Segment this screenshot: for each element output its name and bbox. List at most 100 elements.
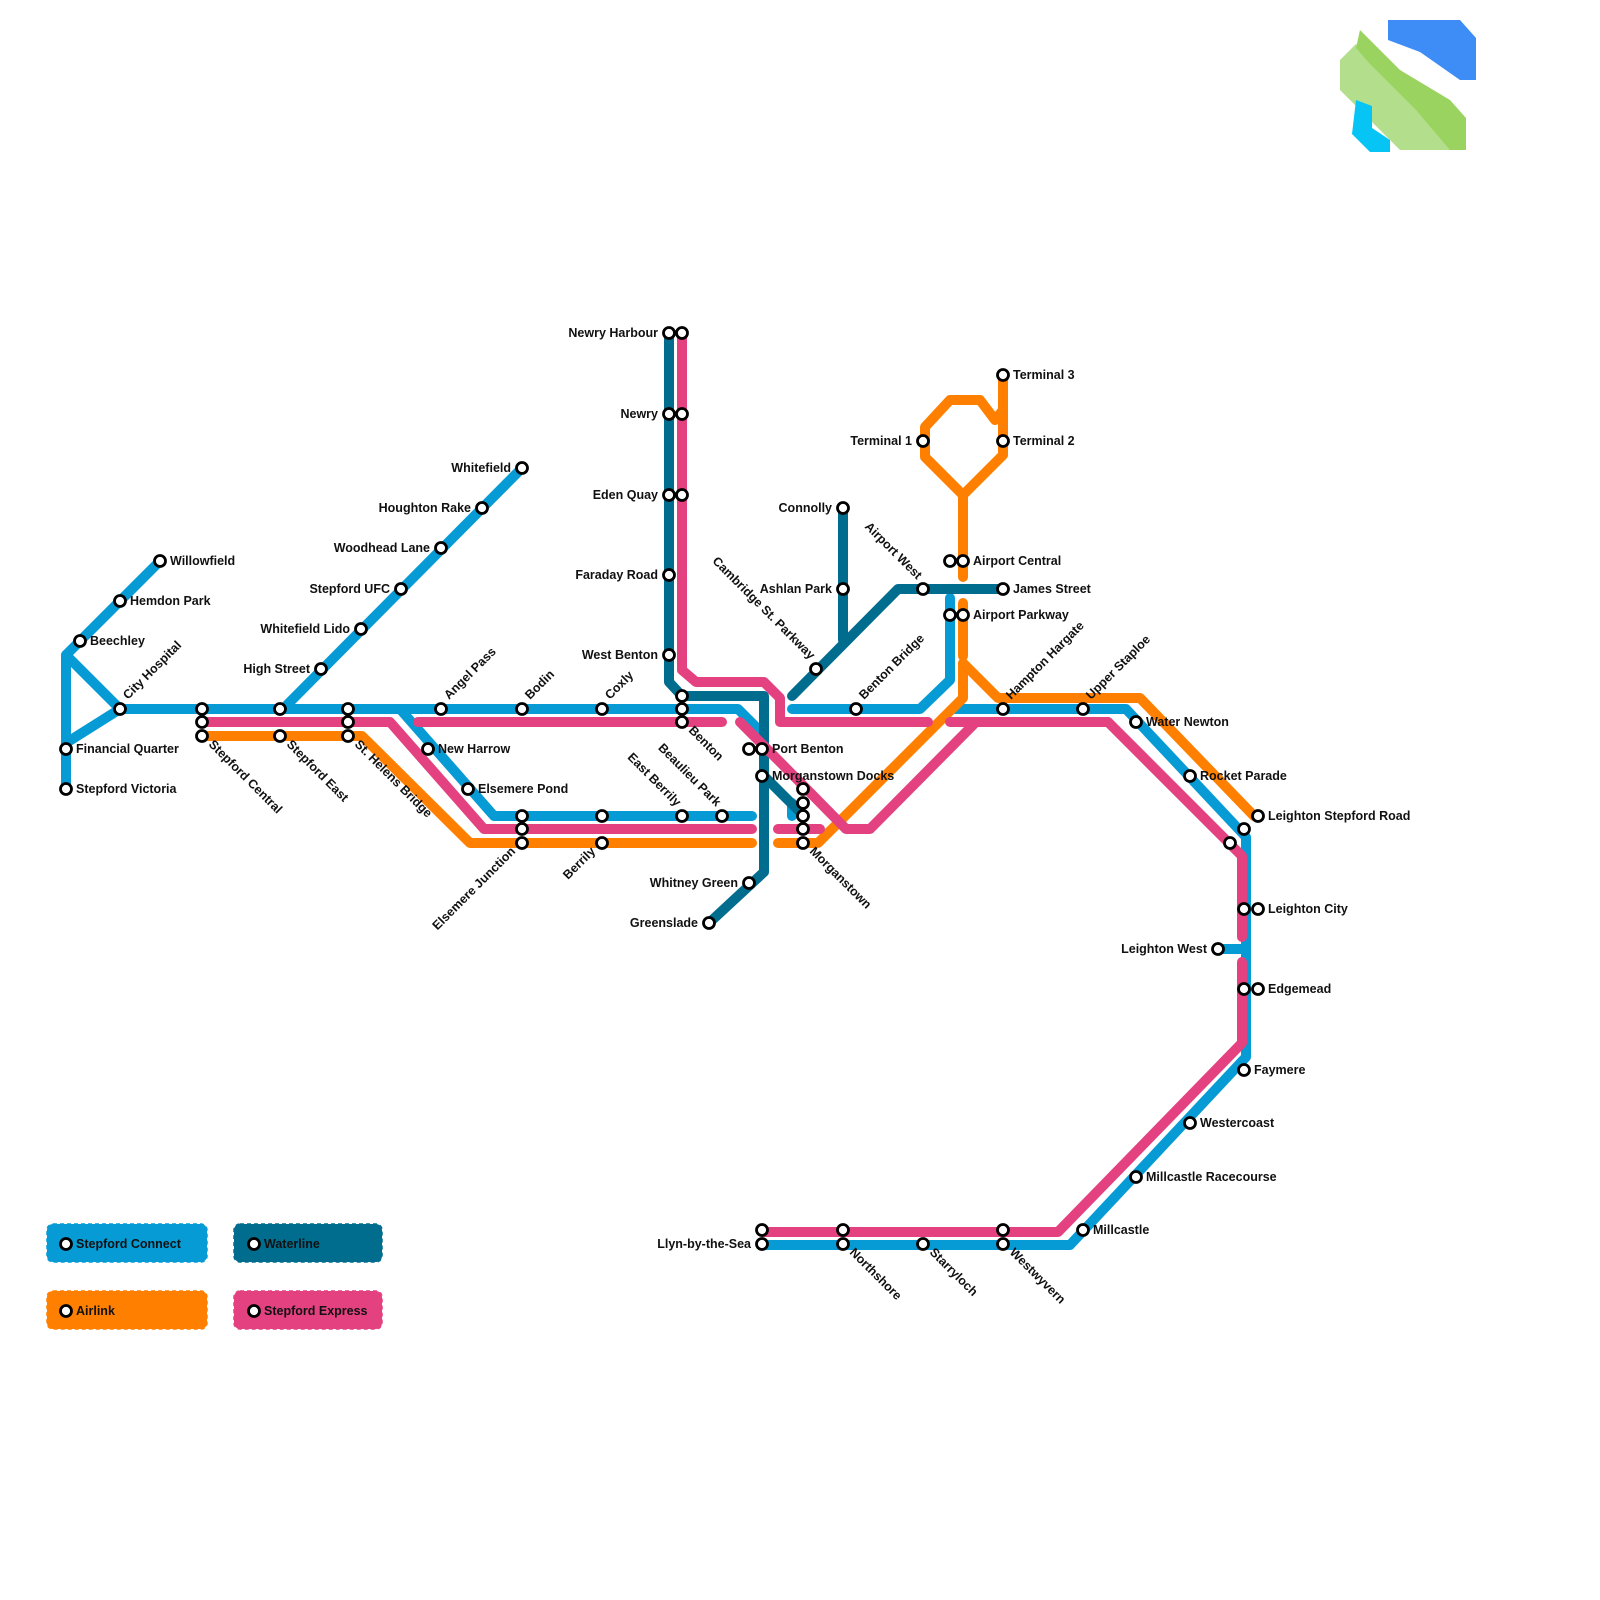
station-edgemead[interactable] — [1237, 982, 1265, 996]
station-new-harrow[interactable] — [421, 742, 435, 756]
station-ashlan-park[interactable] — [836, 582, 850, 596]
station-leighton-west[interactable] — [1211, 942, 1225, 956]
station-stepford-ufc[interactable] — [394, 582, 408, 596]
station-northshore[interactable] — [836, 1223, 850, 1251]
label-leighton-west: Leighton West — [1121, 942, 1208, 956]
station-stepford-east[interactable] — [273, 702, 287, 743]
label-benton: Benton — [686, 723, 726, 763]
label-beechley: Beechley — [90, 634, 145, 648]
station-terminal-1[interactable] — [916, 434, 930, 448]
station-greenslade[interactable] — [702, 916, 716, 930]
station-angel-pass[interactable] — [434, 702, 448, 716]
station-coxly[interactable] — [595, 702, 609, 716]
label-hampton-hargate: Hampton Hargate — [1003, 619, 1087, 703]
station-starryloch[interactable] — [916, 1237, 930, 1251]
station-upper-staploe[interactable] — [1076, 702, 1090, 716]
label-coxly: Coxly — [602, 668, 636, 702]
station-millcastle[interactable] — [1076, 1223, 1090, 1237]
station-llyn-by-the-sea[interactable] — [755, 1223, 769, 1251]
legend-item-stepford-express[interactable]: Stepford Express — [233, 1290, 383, 1330]
label-whitney-green: Whitney Green — [650, 876, 738, 890]
station-leighton-stepford-road[interactable] — [1223, 809, 1265, 850]
station-westercoast[interactable] — [1183, 1116, 1197, 1130]
station-james-street[interactable] — [996, 582, 1010, 596]
station-morganstown-docks[interactable] — [755, 769, 769, 783]
label-houghton-rake: Houghton Rake — [379, 501, 471, 515]
legend-item-airlink[interactable]: Airlink — [46, 1290, 208, 1330]
station-east-berrily[interactable] — [675, 809, 689, 823]
label-bodin: Bodin — [522, 667, 557, 702]
station-financial-quarter[interactable] — [59, 742, 73, 756]
label-airport-parkway: Airport Parkway — [973, 608, 1069, 622]
station-berrily[interactable] — [595, 809, 609, 850]
label-west-benton: West Benton — [582, 648, 658, 662]
legend: Stepford Connect Waterline Airlink Stepf… — [46, 1223, 383, 1330]
station-leighton-city[interactable] — [1237, 902, 1265, 916]
stepford-express-line — [197, 328, 1247, 1237]
station-terminal-3[interactable] — [996, 368, 1010, 382]
station-westwyvern[interactable] — [996, 1223, 1010, 1251]
station-high-street[interactable] — [314, 662, 328, 676]
station-city-hospital[interactable] — [113, 702, 127, 716]
label-faraday-road: Faraday Road — [575, 568, 658, 582]
station-whitefield[interactable] — [515, 461, 529, 475]
station-airport-parkway[interactable] — [943, 608, 970, 622]
station-hemdon-park[interactable] — [113, 594, 127, 608]
station-newry-harbour[interactable] — [662, 326, 689, 340]
station-beaulieu-park[interactable] — [715, 809, 729, 823]
station-terminal-2[interactable] — [996, 434, 1010, 448]
station-stepford-victoria[interactable] — [59, 782, 73, 796]
label-millcastle-racecourse: Millcastle Racecourse — [1146, 1170, 1277, 1184]
station-rocket-parade[interactable] — [1183, 769, 1197, 783]
legend-item-stepford-connect[interactable]: Stepford Connect — [46, 1223, 208, 1263]
station-hampton-hargate[interactable] — [996, 702, 1010, 716]
station-faymere[interactable] — [1237, 1063, 1251, 1077]
station-benton[interactable] — [675, 689, 689, 729]
label-stepford-central: Stepford Central — [206, 737, 285, 816]
station-morganstown[interactable] — [796, 782, 810, 850]
station-cambridge-st-parkway[interactable] — [809, 662, 823, 676]
station-whitney-green[interactable] — [742, 876, 756, 890]
label-morganstown: Morganstown — [807, 844, 874, 911]
label-upper-staploe: Upper Staploe — [1083, 632, 1153, 702]
station-bodin[interactable] — [515, 702, 529, 716]
label-faymere: Faymere — [1254, 1063, 1305, 1077]
label-high-street: High Street — [243, 662, 311, 676]
label-edgemead: Edgemead — [1268, 982, 1331, 996]
legend-item-waterline[interactable]: Waterline — [233, 1223, 383, 1263]
label-eden-quay: Eden Quay — [593, 488, 658, 502]
station-faraday-road[interactable] — [662, 568, 676, 582]
station-willowfield[interactable] — [153, 554, 167, 568]
label-greenslade: Greenslade — [630, 916, 698, 930]
station-connolly[interactable] — [836, 501, 850, 515]
station-water-newton[interactable] — [1129, 715, 1143, 729]
label-millcastle: Millcastle — [1093, 1223, 1149, 1237]
label-morganstown-docks: Morganstown Docks — [772, 769, 894, 783]
station-west-benton[interactable] — [662, 648, 676, 662]
label-woodhead-lane: Woodhead Lane — [334, 541, 430, 555]
station-benton-bridge[interactable] — [849, 702, 863, 716]
station-airport-central[interactable] — [943, 554, 970, 568]
legend-station-icon — [247, 1304, 261, 1318]
station-port-benton[interactable] — [742, 742, 769, 756]
station-newry[interactable] — [662, 407, 689, 421]
legend-label: Waterline — [264, 1237, 320, 1251]
station-eden-quay[interactable] — [662, 488, 689, 502]
label-benton-bridge: Benton Bridge — [856, 631, 927, 702]
label-financial-quarter: Financial Quarter — [76, 742, 179, 756]
station-st-helens-bridge[interactable] — [341, 702, 355, 743]
station-stepford-central[interactable] — [195, 702, 209, 743]
label-stepford-victoria: Stepford Victoria — [76, 782, 178, 796]
station-airport-west[interactable] — [916, 582, 930, 596]
station-elsemere-pond[interactable] — [461, 782, 475, 796]
station-beechley[interactable] — [73, 634, 87, 648]
legend-station-icon — [59, 1304, 73, 1318]
station-elsemere-junction[interactable] — [515, 809, 529, 850]
label-berrily: Berrily — [560, 844, 598, 882]
station-whitefield-lido[interactable] — [354, 622, 368, 636]
station-woodhead-lane[interactable] — [434, 541, 448, 555]
station-millcastle-racecourse[interactable] — [1129, 1170, 1143, 1184]
legend-label: Stepford Express — [264, 1304, 368, 1318]
station-houghton-rake[interactable] — [475, 501, 489, 515]
